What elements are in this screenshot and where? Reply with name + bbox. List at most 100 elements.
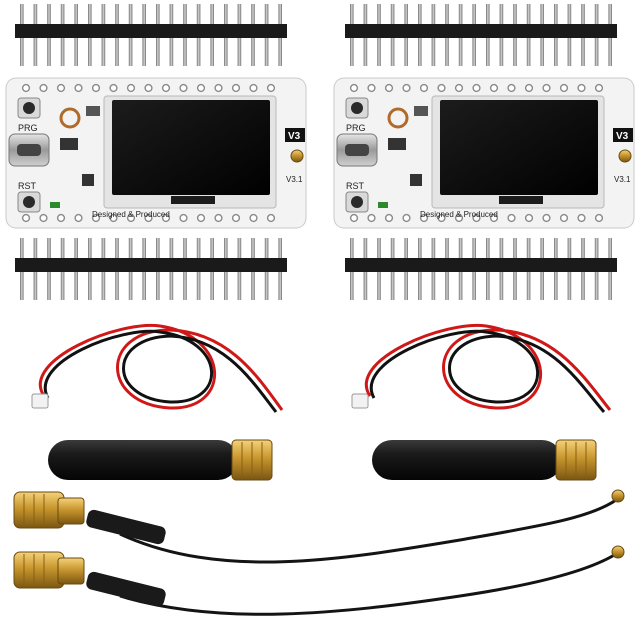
pcb-pad	[577, 213, 586, 223]
pcb-pad	[109, 213, 118, 223]
pin-header-top	[345, 4, 617, 66]
pcb-pad	[524, 83, 534, 93]
pcb-pad	[577, 83, 586, 93]
header-plastic-bar	[345, 24, 617, 38]
antenna	[372, 439, 597, 481]
pcb-pad	[196, 83, 206, 93]
antenna-body	[372, 440, 562, 480]
header-plastic-bar	[15, 24, 287, 38]
version-badge	[285, 128, 305, 142]
lora-board: PRG RST Designed & Produced V3 V3.1	[333, 77, 635, 229]
pcb-pad	[179, 83, 188, 93]
antenna-body	[48, 440, 238, 480]
pcb-pad	[266, 213, 276, 223]
spring-antenna	[387, 107, 409, 129]
pad-row-bottom	[21, 213, 276, 223]
pcb-pad	[39, 83, 48, 93]
pcb-pad	[56, 83, 66, 93]
pcb-pad	[109, 83, 118, 93]
pcb-pad	[367, 83, 376, 93]
lora-board: PRG RST Designed & Produced V3 V3.1	[5, 77, 307, 229]
pcb-pad	[594, 83, 604, 93]
header-plastic-bar	[15, 258, 287, 272]
ipex-plug	[611, 489, 625, 503]
rst-label: RST	[18, 181, 37, 191]
pcb-pad	[559, 83, 569, 93]
kit-left: PRG RST Designed & Produced V3 V3.1	[5, 4, 307, 481]
ipex-plug	[611, 545, 625, 559]
pcb-pad	[249, 83, 258, 93]
pcb-pad	[21, 213, 31, 223]
pcb-pad	[196, 213, 206, 223]
pcb-pad	[91, 213, 101, 223]
pcb-pad	[472, 213, 481, 223]
sma-bulkhead-connector	[13, 491, 85, 529]
pcb-pad	[214, 213, 223, 223]
pcb-pad	[231, 83, 241, 93]
pcb-pad	[161, 213, 171, 223]
pcb-pad	[349, 213, 359, 223]
pcb-pad	[91, 83, 101, 93]
pcb-pad	[454, 83, 464, 93]
rst-label: RST	[346, 181, 365, 191]
pcb-pad	[56, 213, 66, 223]
pcb-pad	[489, 213, 499, 223]
pcb-pad	[524, 213, 534, 223]
pcb-pad	[454, 213, 464, 223]
pcb-pad	[437, 213, 446, 223]
pcb-pad	[126, 83, 136, 93]
jst-connector	[31, 393, 49, 409]
pcb-pad	[126, 213, 136, 223]
pcb-pad	[507, 83, 516, 93]
pcb-pad	[384, 83, 394, 93]
pcb-pad	[21, 83, 31, 93]
pcb-pad	[402, 83, 411, 93]
pigtail-cable-2	[13, 545, 625, 616]
pcb-pad	[74, 83, 83, 93]
oled-screen	[440, 100, 598, 195]
footer-label: Designed & Produced	[92, 210, 170, 219]
pcb-pad	[489, 83, 499, 93]
pcb-pad	[507, 213, 516, 223]
pcb-pad	[402, 213, 411, 223]
pad-row-top	[349, 83, 604, 93]
pcb-pad	[74, 213, 83, 223]
version-badge-label: V3	[288, 131, 301, 142]
version-text: V3.1	[614, 175, 631, 184]
pcb-pad	[419, 83, 429, 93]
pcb-pad	[559, 213, 569, 223]
pcb-pad	[349, 83, 359, 93]
pcb-pad	[39, 213, 48, 223]
prg-label: PRG	[346, 123, 366, 133]
version-text: V3.1	[286, 175, 303, 184]
pigtail-cable-1	[13, 489, 625, 564]
oled-screen	[112, 100, 270, 195]
pad-row-bottom	[349, 213, 604, 223]
pcb-pad	[231, 213, 241, 223]
pcb-pad	[472, 83, 481, 93]
antenna	[48, 439, 273, 481]
battery-cable	[31, 323, 284, 413]
pcb-pad	[144, 83, 153, 93]
pcb-pad	[214, 83, 223, 93]
sma-bulkhead-connector	[13, 551, 85, 589]
pcb-pad	[266, 83, 276, 93]
pcb-pad	[594, 213, 604, 223]
pad-row-top	[21, 83, 276, 93]
pcb-pad	[144, 213, 153, 223]
pcb-pad	[437, 83, 446, 93]
ipex-connector	[290, 149, 304, 163]
pcb-pad	[384, 213, 394, 223]
pcb-pad	[161, 83, 171, 93]
jst-connector	[351, 393, 369, 409]
pin-header-bottom	[15, 238, 287, 300]
version-badge-label: V3	[616, 131, 629, 142]
spring-antenna	[59, 107, 81, 129]
version-badge	[613, 128, 633, 142]
pcb-pad	[179, 213, 188, 223]
kit-right: PRG RST Designed & Produced V3 V3.1	[333, 4, 635, 481]
footer-label: Designed & Produced	[420, 210, 498, 219]
pcb-pad	[419, 213, 429, 223]
pcb-pad	[367, 213, 376, 223]
